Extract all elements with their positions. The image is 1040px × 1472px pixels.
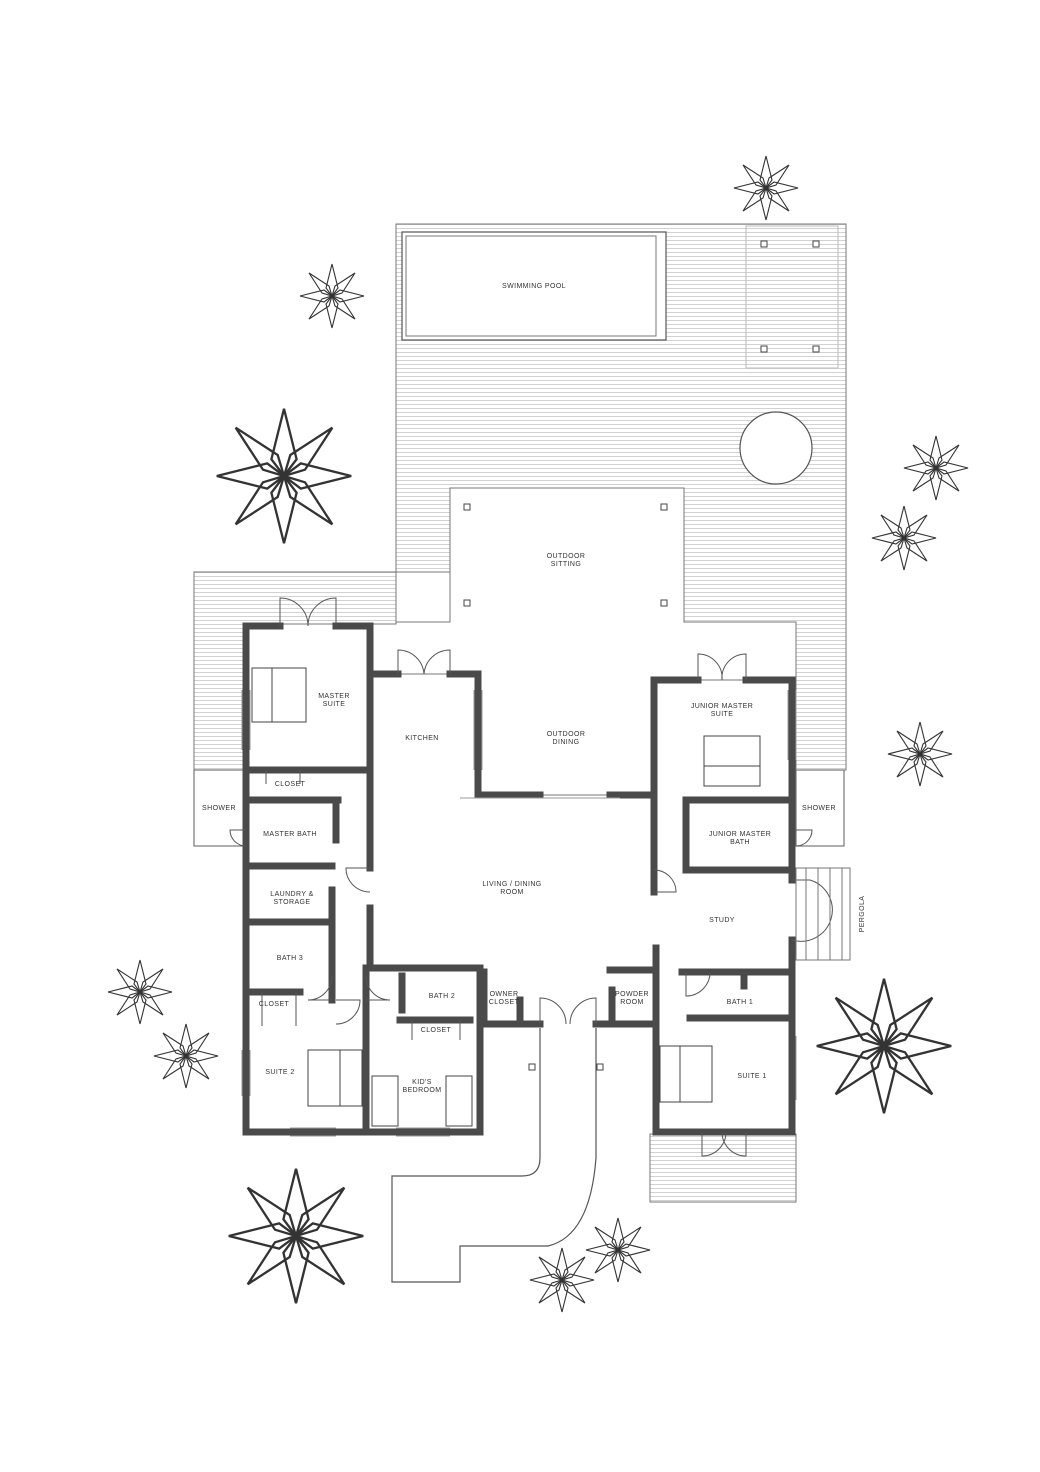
label-living-dining: ROOM	[500, 889, 523, 896]
label-kitchen: KITCHEN	[405, 735, 439, 742]
palm-tree-icon	[887, 721, 953, 787]
label-kids-bedroom: BEDROOM	[403, 1087, 442, 1094]
front-walkway	[391, 1028, 604, 1283]
label-outdoor-dining: OUTDOOR	[547, 731, 586, 738]
label-suite-2: SUITE 2	[265, 1069, 294, 1076]
label-suite-1: SUITE 1	[737, 1073, 766, 1080]
exterior-walls	[242, 622, 796, 1136]
label-master-bath: MASTER BATH	[263, 831, 317, 838]
label-living-dining: LIVING / DINING	[482, 881, 541, 888]
label-kids-bedroom: KID'S	[412, 1079, 432, 1086]
label-owner-closet: CLOSET	[489, 999, 520, 1006]
beds	[251, 667, 761, 1127]
label-owner-closet: OWNER	[490, 991, 519, 998]
pool-pergola	[745, 225, 839, 369]
shower-left	[193, 769, 245, 847]
palm-tree-icon	[153, 1023, 219, 1089]
palm-tree-icon	[871, 505, 937, 571]
label-powder-room: POWDER	[615, 991, 649, 998]
palm-tree-icon	[107, 959, 173, 1025]
label-master-suite: SUITE	[323, 701, 346, 708]
palm-tree-icon	[585, 1217, 651, 1283]
label-shower: SHOWER	[202, 805, 236, 812]
label-swimming-pool: SWIMMING POOL	[502, 283, 566, 290]
palm-tree-icon	[903, 435, 969, 501]
large-palm-tree-icon	[228, 1168, 364, 1304]
label-outdoor-dining: DINING	[553, 739, 580, 746]
label-laundry: STORAGE	[274, 899, 311, 906]
label-junior-master-bath: BATH	[730, 839, 750, 846]
label-closet: CLOSET	[421, 1027, 452, 1034]
palm-tree-icon	[733, 155, 799, 221]
label-bath-2: BATH 2	[429, 993, 455, 1000]
shower-right	[795, 769, 845, 847]
label-junior-master-suite: JUNIOR MASTER	[691, 703, 753, 710]
label-bath-3: BATH 3	[277, 955, 303, 962]
label-closet: CLOSET	[259, 1001, 290, 1008]
label-junior-master-suite: SUITE	[711, 711, 734, 718]
label-junior-master-bath: JUNIOR MASTER	[709, 831, 771, 838]
label-outdoor-sitting: OUTDOOR	[547, 553, 586, 560]
large-palm-tree-icon	[816, 978, 952, 1114]
palm-tree-icon	[529, 1247, 595, 1313]
swimming-pool	[401, 231, 667, 341]
label-bath-1: BATH 1	[727, 999, 753, 1006]
round-table	[739, 411, 813, 485]
label-laundry: LAUNDRY &	[270, 891, 313, 898]
palm-tree-icon	[299, 263, 365, 329]
label-pergola: PERGOLA	[859, 896, 866, 933]
large-palm-tree-icon	[216, 408, 352, 544]
label-powder-room: ROOM	[620, 999, 643, 1006]
label-outdoor-sitting: SITTING	[551, 561, 581, 568]
windows	[241, 690, 797, 1137]
label-study: STUDY	[709, 917, 735, 924]
label-master-suite: MASTER	[318, 693, 350, 700]
label-closet: CLOSET	[275, 781, 306, 788]
room-labels: SWIMMING POOL OUTDOOR SITTING OUTDOOR DI…	[202, 283, 866, 1094]
label-shower: SHOWER	[802, 805, 836, 812]
study-pergola	[795, 867, 851, 961]
interior-walls	[242, 766, 796, 1136]
